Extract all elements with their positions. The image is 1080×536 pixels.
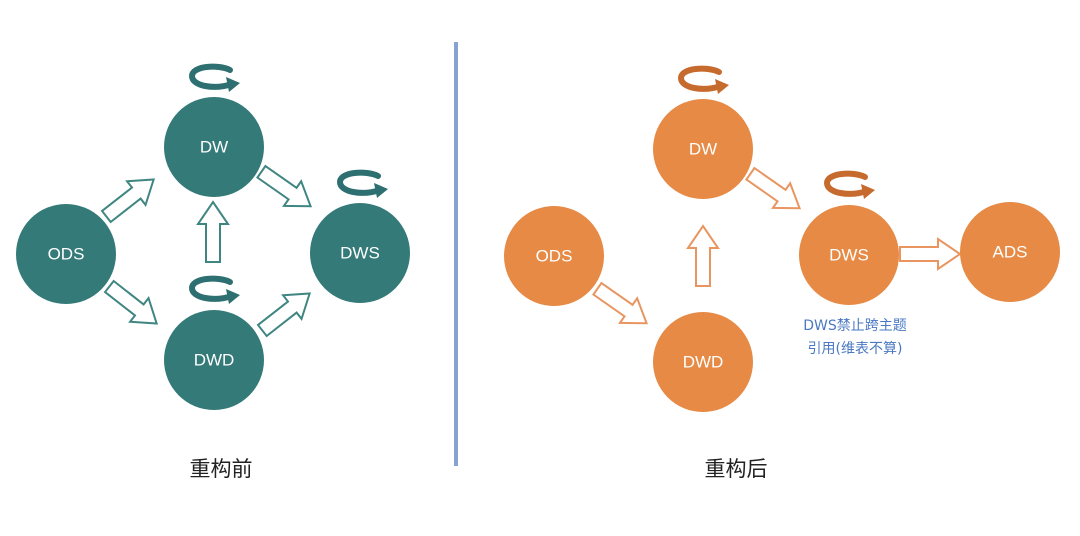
after-note-line2: 引用(维表不算)	[808, 341, 903, 357]
after-node-dwd-label: DWD	[683, 353, 724, 372]
before-dws-loop-icon	[336, 169, 388, 198]
after-node-ads-label: ADS	[993, 243, 1028, 262]
before-dwd-loop-icon	[188, 275, 240, 304]
before-node-ods-label: ODS	[48, 245, 85, 264]
before-node-dwd-label: DWD	[194, 351, 235, 370]
after-caption: 重构后	[705, 457, 768, 481]
after-node-ads: ADS	[960, 202, 1060, 302]
after-note-line1: DWS禁止跨主题	[803, 318, 907, 334]
after-panel: ODS DW DWD DWS ADS	[504, 65, 1060, 481]
after-node-ods-label: ODS	[536, 247, 573, 266]
before-arrow-dwd-to-dw	[197, 201, 229, 263]
after-dws-loop-icon	[823, 170, 875, 199]
after-arrow-dwd-to-dw	[687, 225, 719, 287]
before-arrow-ods-to-dwd	[99, 273, 167, 337]
before-node-dw: DW	[164, 97, 264, 197]
before-arrow-ods-to-dw	[96, 166, 164, 230]
before-arrow-dwd-to-dws	[252, 280, 320, 344]
after-node-ods: ODS	[504, 206, 604, 306]
after-node-dw: DW	[653, 99, 753, 199]
after-arrow-dws-to-ads	[899, 238, 961, 270]
after-node-dw-label: DW	[689, 140, 717, 159]
before-arrow-dw-to-dws	[251, 158, 321, 220]
before-caption: 重构前	[190, 457, 253, 481]
before-panel: ODS DW DWD DWS	[16, 63, 410, 481]
after-arrow-ods-to-dwd	[587, 275, 657, 337]
after-dw-loop-icon	[677, 65, 729, 94]
before-dw-loop-icon	[188, 63, 240, 92]
before-node-dwd: DWD	[164, 310, 264, 410]
after-node-dws-label: DWS	[829, 246, 869, 265]
before-node-ods: ODS	[16, 204, 116, 304]
after-node-dwd: DWD	[653, 312, 753, 412]
after-arrow-dw-to-dws	[740, 160, 810, 222]
after-node-dws: DWS	[799, 205, 899, 305]
before-node-dw-label: DW	[200, 138, 228, 157]
before-node-dws-label: DWS	[340, 244, 380, 263]
before-node-dws: DWS	[310, 203, 410, 303]
